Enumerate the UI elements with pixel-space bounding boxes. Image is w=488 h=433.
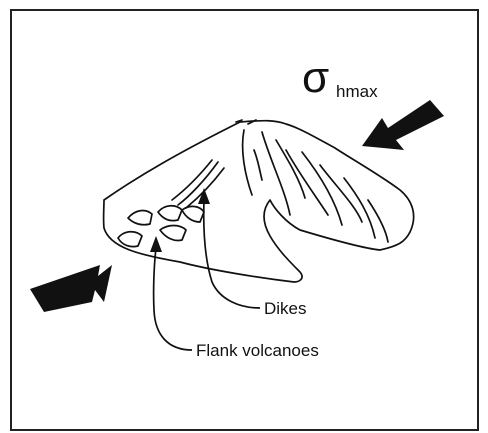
flank-arrowhead xyxy=(150,236,162,252)
flank-volcanoes-label: Flank volcanoes xyxy=(196,341,319,360)
gully-line xyxy=(276,140,305,198)
gully-line xyxy=(254,150,262,180)
gully-line xyxy=(262,132,290,215)
flank-volcano xyxy=(118,232,142,247)
flank-volcano xyxy=(160,226,186,241)
dikes-label: Dikes xyxy=(264,299,307,318)
dikes-leader xyxy=(204,200,260,308)
sigma-subscript: hmax xyxy=(336,82,378,101)
figure-frame xyxy=(11,10,478,430)
gully-line xyxy=(368,200,388,242)
gully-line xyxy=(243,130,252,195)
flank-volcano xyxy=(158,206,182,221)
sigma-symbol: σ xyxy=(302,53,329,102)
flank-volcano xyxy=(128,211,152,225)
gully-line xyxy=(344,178,375,238)
compression-arrow-left xyxy=(30,265,112,312)
gully-line xyxy=(302,152,342,225)
compression-arrow-right xyxy=(362,100,444,150)
flank-volcano xyxy=(182,206,204,222)
